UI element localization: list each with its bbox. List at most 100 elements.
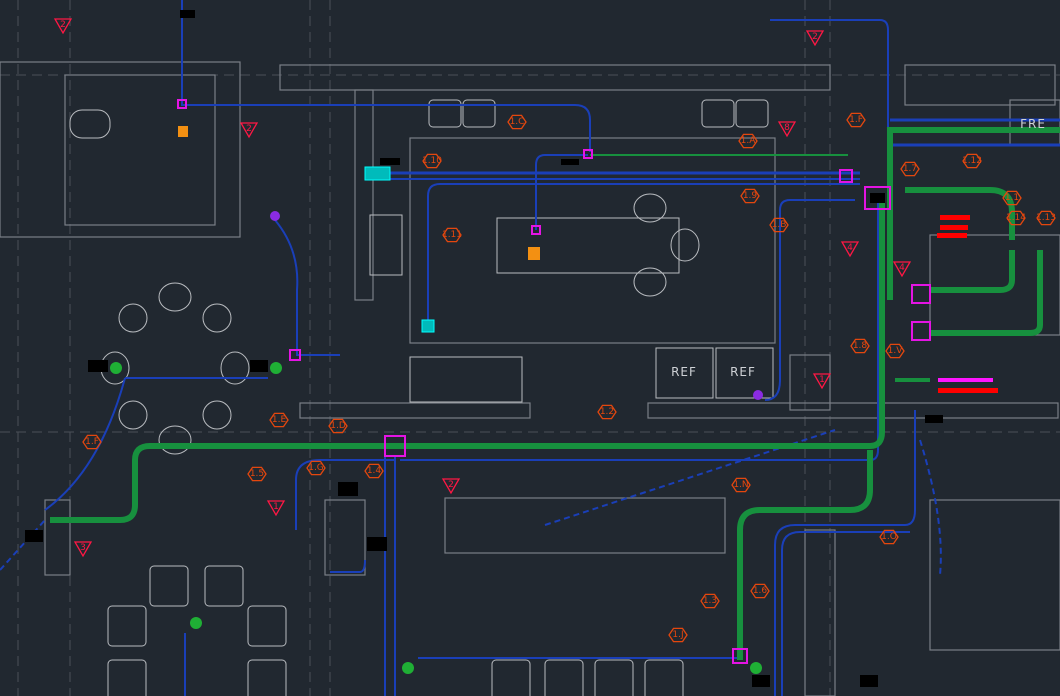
keynote-label: 8 [784,123,790,133]
hexagon-tag-icon [306,460,326,476]
keynote-triangle[interactable]: 1 [812,373,832,390]
triangle-keynote-icon [53,18,73,35]
circuit-tag-label: 1.J [672,630,683,640]
hexagon-tag-icon [700,593,720,609]
circuit-tag-label: 1.A [741,136,757,146]
circuit-tag[interactable]: 1.13 [1036,210,1056,226]
circuit-tag[interactable]: 1.F [82,434,102,450]
circuit-tag[interactable]: 1.10 [422,153,442,169]
triangle-keynote-icon [73,541,93,558]
keynote-label: 2 [812,32,818,42]
circuit-tag-label: 1.3 [703,596,717,606]
triangle-keynote-icon [805,30,825,47]
circuit-tag[interactable]: 1.C [507,114,527,130]
hexagon-tag-icon [507,114,527,130]
circuit-tag-label: 1.F [849,115,863,125]
keynote-triangle[interactable]: 8 [777,121,797,138]
hexagon-tag-icon [769,217,789,233]
circuit-tag-label: 1.N [733,480,748,490]
hexagon-tag-icon [1036,210,1056,226]
keynote-triangle[interactable]: 2 [53,18,73,35]
keynote-triangle[interactable]: 1 [266,500,286,517]
circuit-tag[interactable]: 1.14 [1006,210,1026,226]
room-label-ref-2: REF [730,365,756,379]
circuit-tag[interactable]: 1.G [306,460,326,476]
circuit-tag-label: 1.D [330,421,346,431]
circuit-tag-label: 1.2 [600,407,614,417]
hexagon-tag-icon [1002,190,1022,206]
circuit-tag[interactable]: 1.1 [1002,190,1022,206]
keynote-triangle[interactable]: 4 [840,241,860,258]
hexagon-tag-icon [1006,210,1026,226]
triangle-keynote-icon [239,122,259,139]
circuit-tag[interactable]: 1.4 [364,463,384,479]
keynote-label: 1 [273,502,279,512]
triangle-keynote-icon [441,478,461,495]
triangle-keynote-icon [266,500,286,517]
triangle-keynote-icon [777,121,797,138]
circuit-tag-label: 1.4 [367,466,382,476]
circuit-tag[interactable]: 1.D [328,418,348,434]
circuit-tag[interactable]: 1.11 [442,227,462,243]
hexagon-tag-icon [442,227,462,243]
circuit-tag-label: 1.13 [1036,213,1056,223]
hexagon-tag-icon [885,343,905,359]
circuit-tag[interactable]: 1.B [769,217,789,233]
circuit-tag[interactable]: 1.A [738,133,758,149]
circuit-tag[interactable]: 1.5 [247,466,267,482]
keynote-triangle[interactable]: 2 [805,30,825,47]
circuit-tag[interactable]: 1.3 [700,593,720,609]
hexagon-tag-icon [900,161,920,177]
hexagon-tag-icon [422,153,442,169]
devices [25,10,998,687]
circuit-tag[interactable]: 1.O [879,529,899,545]
circuit-tag-label: 1.11 [442,230,462,240]
hexagon-tag-icon [738,133,758,149]
circuit-tag-label: 1.1 [1005,193,1019,203]
circuit-tag-label: 1.B [772,220,787,230]
circuit-tag-label: 1.C [510,117,525,127]
circuit-tag-label: 1.5 [250,469,264,479]
circuit-tag[interactable]: 1.6 [750,583,770,599]
circuit-tag[interactable]: 1.F [846,112,866,128]
data-conduits [50,127,1060,660]
hexagon-tag-icon [328,418,348,434]
circuit-tag[interactable]: 1.7 [900,161,920,177]
hexagon-tag-icon [731,477,751,493]
circuit-tag-label: 1.V [888,346,904,356]
circuit-tag[interactable]: 1.N [731,477,751,493]
circuit-tag[interactable]: 1.12 [962,153,982,169]
circuit-tag-label: 1.7 [903,164,917,174]
triangle-keynote-icon [812,373,832,390]
circuit-tag[interactable]: 1.J [668,627,688,643]
circuit-tag[interactable]: 1.2 [597,404,617,420]
keynote-label: 4 [847,243,853,253]
hexagon-tag-icon [247,466,267,482]
keynote-triangles: 8 4 4 1 3 1 2 2 2 2 [53,18,912,558]
circuit-tag[interactable]: 1.9 [740,188,760,204]
circuit-tag[interactable]: 1.E [269,412,289,428]
keynote-label: 2 [246,124,252,134]
keynote-triangle[interactable]: 2 [239,122,259,139]
hexagon-tag-icon [269,412,289,428]
circuit-tag-label: 1.6 [753,586,768,596]
hexagon-tag-icon [846,112,866,128]
circuit-tag[interactable]: 1.8 [850,338,870,354]
keynote-triangle[interactable]: 2 [441,478,461,495]
keynote-label: 1 [819,375,825,385]
triangle-keynote-icon [840,241,860,258]
hexagon-tag-icon [597,404,617,420]
circuit-tag-label: 1.14 [1006,213,1026,223]
triangle-keynote-icon [892,261,912,278]
keynote-triangle[interactable]: 3 [73,541,93,558]
circuit-tag-label: 1.9 [743,191,758,201]
hexagon-tag-icon [850,338,870,354]
hexagon-tag-icon [962,153,982,169]
circuit-tag-label: 1.F [85,437,99,447]
circuit-tag[interactable]: 1.V [885,343,905,359]
hexagon-tag-icon [750,583,770,599]
hexagon-tag-icon [740,188,760,204]
keynote-triangle[interactable]: 4 [892,261,912,278]
